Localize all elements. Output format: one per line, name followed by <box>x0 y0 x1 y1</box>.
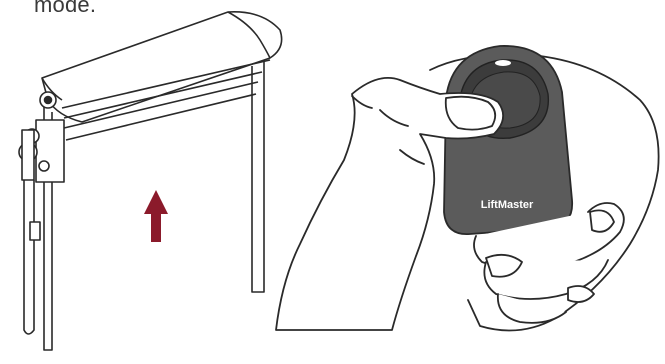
rolling-door <box>19 12 282 350</box>
led-indicator <box>495 60 511 66</box>
remote-control: LiftMaster <box>444 46 572 234</box>
up-arrow-icon <box>144 190 168 242</box>
remote-brand-label: LiftMaster <box>481 199 534 211</box>
hand-with-remote: LiftMaster <box>276 46 659 331</box>
